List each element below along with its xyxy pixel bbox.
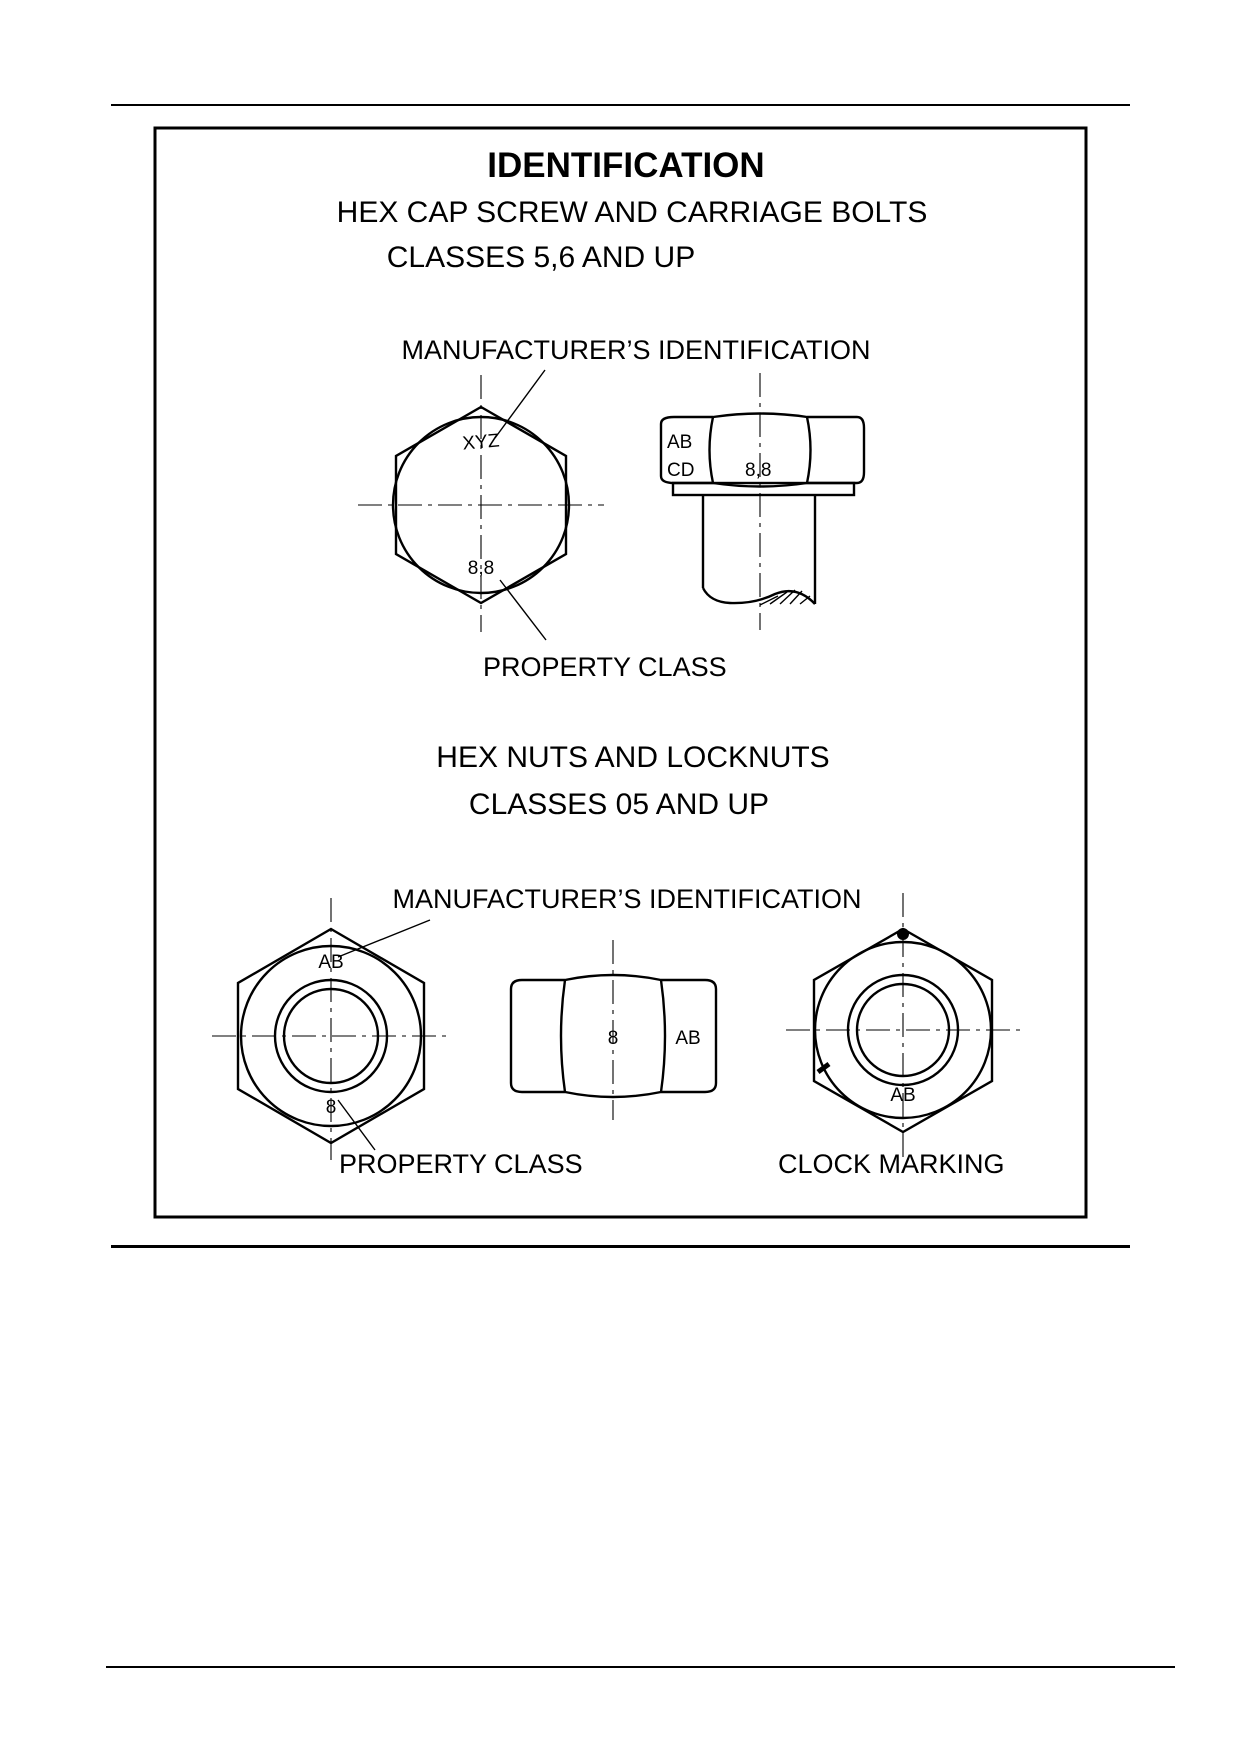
bottom-rule [111,1245,1130,1248]
hex-nut-side-view: 8 AB [509,940,718,1120]
nut-property-leader [337,1099,376,1151]
bolt-side-view: AB CD 8,8 [659,373,866,630]
nut-side-face-left [559,979,567,1093]
bolt-head-top-view: XYZ 8,8 [358,369,604,641]
nuts-heading: HEX NUTS AND LOCKNUTS [436,741,829,774]
nuts-clock-label: CLOCK MARKING [778,1149,1005,1179]
nuts-property-label: PROPERTY CLASS [339,1149,583,1179]
clock-marking-notch-icon [816,1061,831,1075]
clock-marking-nut: AB [786,893,1024,1162]
bolt-head-hexagon [394,405,568,605]
bolt-side-mark-3: 8,8 [745,460,771,481]
nut-side-face-right [659,979,667,1093]
nut-manufacturer-leader [337,919,431,958]
bolts-property-label: PROPERTY CLASS [483,652,727,682]
nut-side-outline [509,973,718,1099]
diagram-title: IDENTIFICATION [487,146,764,185]
nut-side-mark-class: 8 [608,1028,619,1049]
bolt-side-mark-2: CD [667,460,694,481]
bolt-side-mark-1: AB [667,432,692,453]
bolt-section-hatch [759,589,811,606]
bolt-manufacturer-leader [494,369,546,439]
clock-nut-hexagon [812,927,994,1134]
clock-nut-mark: AB [890,1085,915,1106]
bolts-manufacturer-label: MANUFACTURER’S IDENTIFICATION [401,335,870,365]
nuts-classes: CLASSES 05 AND UP [469,788,769,821]
bolt-head-mark-bottom: 8,8 [468,558,494,579]
hex-nut-face-view: AB 8 [212,898,452,1160]
bolts-classes: CLASSES 5,6 AND UP [387,241,695,274]
diagram-frame [153,126,1088,1219]
nut-face-mark-bottom: 8 [326,1097,337,1118]
bolt-shank-break [701,587,816,605]
nuts-manufacturer-label: MANUFACTURER’S IDENTIFICATION [392,884,861,914]
top-rule [111,104,1130,106]
bolt-head-face-left [708,416,715,484]
clock-marking-dot-icon [897,928,909,940]
bolt-head-face-right [805,416,812,484]
bolt-head-mark-top: XYZ [462,430,501,454]
nut-face-mark-top: AB [318,952,343,973]
footer-rule [106,1666,1175,1668]
bolts-heading: HEX CAP SCREW AND CARRIAGE BOLTS [337,196,928,229]
bolt-property-leader [499,579,547,641]
nut-side-mark-maker: AB [675,1028,700,1049]
bolt-washer-face [671,481,856,497]
